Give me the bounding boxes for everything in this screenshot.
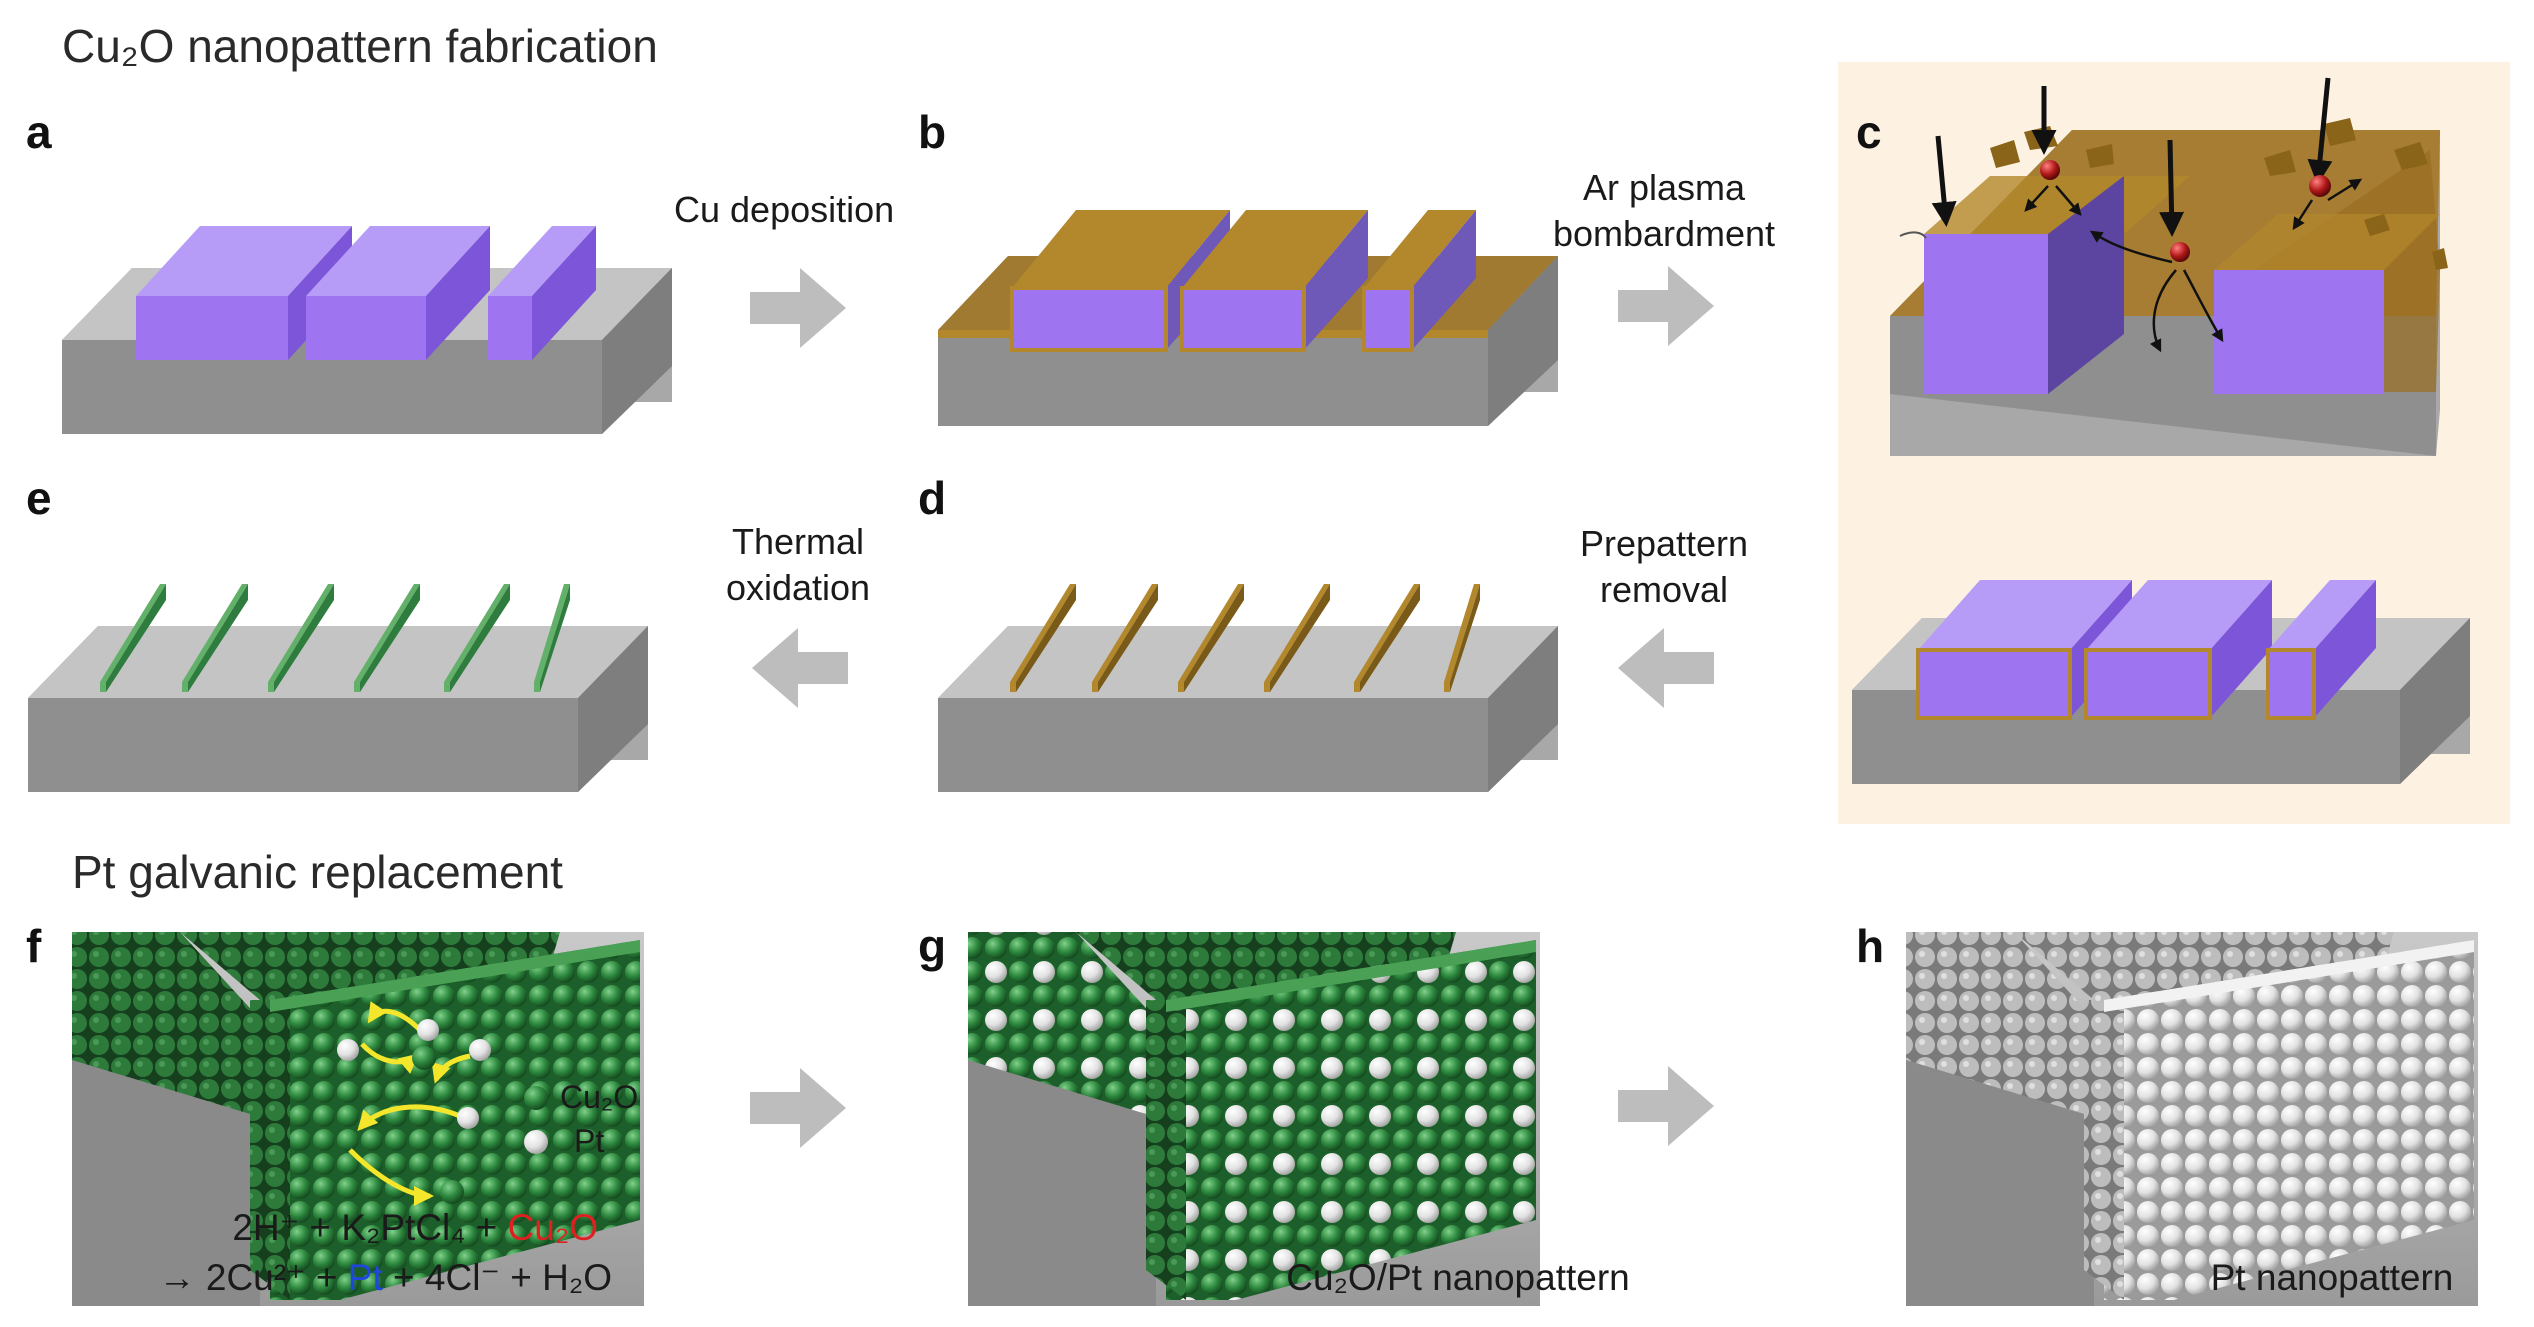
equation-pt-term: Pt bbox=[348, 1257, 384, 1298]
panel-e-cu2o-walls-diagram bbox=[28, 584, 648, 792]
cu2o-wall bbox=[100, 584, 166, 692]
cu2o-wall bbox=[444, 584, 510, 692]
cu-coated-bar bbox=[1180, 210, 1368, 352]
step-label-ar-plasma-line2: bombardment bbox=[1553, 213, 1775, 254]
cu2o-atom bbox=[440, 1180, 464, 1204]
cu-wall bbox=[1092, 584, 1158, 692]
equation-line1-prefix: 2H⁺ + K₂PtCl₄ + bbox=[232, 1207, 507, 1248]
fabrication-section-title: Cu₂O nanopattern fabrication bbox=[62, 20, 658, 72]
caption-g: Cu₂O/Pt nanopattern bbox=[1286, 1257, 1629, 1298]
panel-label-h: h bbox=[1856, 920, 1884, 972]
process-arrow-right bbox=[1618, 1066, 1714, 1146]
panel-h-pt-diagram bbox=[1906, 932, 2478, 1306]
ar-ion bbox=[2170, 242, 2190, 262]
cu-wall bbox=[1178, 584, 1244, 692]
cu-coated-bar bbox=[1362, 210, 1476, 352]
process-arrow-left bbox=[1618, 628, 1714, 708]
panel-label-d: d bbox=[918, 472, 946, 524]
reaction-equation-line1: 2H⁺ + K₂PtCl₄ + Cu₂O bbox=[232, 1207, 598, 1248]
legend-cu2o-swatch bbox=[524, 1086, 548, 1110]
panel-b-cu-coated-diagram bbox=[938, 210, 1558, 426]
legend-pt-swatch bbox=[524, 1130, 548, 1154]
pt-atom bbox=[469, 1039, 491, 1061]
panel-label-g: g bbox=[918, 920, 946, 972]
pt-atom bbox=[417, 1019, 439, 1041]
panel-label-b: b bbox=[918, 106, 946, 158]
prepattern-block bbox=[1924, 176, 2190, 394]
step-label-prepattern-line1: Prepattern bbox=[1580, 523, 1748, 564]
panel-d-cu-walls-diagram bbox=[938, 584, 1558, 792]
sputter-trajectory-arrow bbox=[1899, 231, 1927, 239]
prepattern-bar bbox=[306, 226, 490, 360]
step-label-thermal-line2: oxidation bbox=[726, 567, 870, 608]
panel-g-cu2o-pt-diagram bbox=[968, 932, 1540, 1306]
step-label-ar-plasma-line1: Ar plasma bbox=[1583, 167, 1746, 208]
legend-cu2o-label: Cu₂O bbox=[560, 1079, 638, 1115]
cu2o-wall bbox=[354, 584, 420, 692]
equation-cu2o-term: Cu₂O bbox=[508, 1207, 598, 1248]
prepattern-bar bbox=[2084, 580, 2272, 720]
cu-wall bbox=[1010, 584, 1076, 692]
step-label-cu-deposition: Cu deposition bbox=[674, 189, 894, 230]
panel-a-prepattern-diagram bbox=[62, 226, 672, 434]
equation-line2-suffix: + 4Cl⁻ + H₂O bbox=[383, 1257, 612, 1298]
panel-label-f: f bbox=[26, 920, 42, 972]
cu-wall bbox=[1264, 584, 1330, 692]
panel-f-galvanic-diagram bbox=[72, 932, 644, 1306]
galvanic-section-title: Pt galvanic replacement bbox=[72, 846, 563, 898]
reaction-arrow bbox=[348, 1001, 471, 1206]
panel-label-c: c bbox=[1856, 106, 1882, 158]
panel-c-bombardment-diagram bbox=[1890, 77, 2448, 456]
pt-atom bbox=[457, 1107, 479, 1129]
step-label-thermal-line1: Thermal bbox=[732, 521, 864, 562]
cu-wall bbox=[1354, 584, 1420, 692]
ar-ion bbox=[2040, 160, 2060, 180]
ar-ion bbox=[2309, 175, 2331, 197]
equation-line2-prefix: → 2Cu²⁺ + bbox=[159, 1257, 348, 1298]
process-arrow-right bbox=[1618, 266, 1714, 346]
caption-h: Pt nanopattern bbox=[2211, 1257, 2454, 1298]
process-arrow-right bbox=[750, 1068, 846, 1148]
cu2o-wall bbox=[268, 584, 334, 692]
panel-label-e: e bbox=[26, 472, 52, 524]
process-arrow-left bbox=[752, 628, 848, 708]
pt-atom bbox=[337, 1039, 359, 1061]
cu2o-wall bbox=[182, 584, 248, 692]
prepattern-bar bbox=[488, 226, 596, 360]
ar-ion-arrow bbox=[1931, 77, 2333, 237]
cu2o-atom bbox=[412, 1046, 436, 1070]
prepattern-bar bbox=[2266, 580, 2376, 720]
reaction-equation-line2: → 2Cu²⁺ + Pt + 4Cl⁻ + H₂O bbox=[159, 1257, 612, 1298]
cu-wall bbox=[1444, 584, 1480, 692]
panel-label-a: a bbox=[26, 106, 52, 158]
panel-c-sidewall-diagram bbox=[1852, 580, 2470, 784]
process-arrow-right bbox=[750, 268, 846, 348]
sputter-trajectory-arrow bbox=[2024, 178, 2363, 353]
cu2o-wall bbox=[534, 584, 570, 692]
legend-pt-label: Pt bbox=[574, 1123, 604, 1159]
step-label-prepattern-line2: removal bbox=[1600, 569, 1728, 610]
